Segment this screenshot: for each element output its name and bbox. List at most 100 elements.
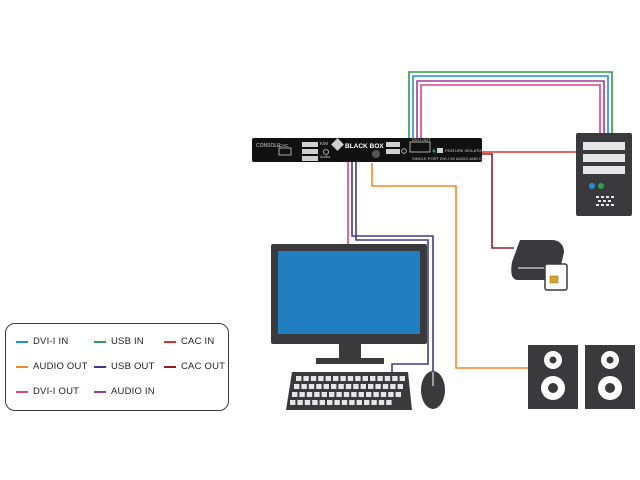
keyboard-key xyxy=(358,392,364,397)
keyboard-key xyxy=(297,400,303,405)
dvi-out-upper-cable xyxy=(420,84,601,138)
keyboard-key xyxy=(390,384,396,389)
keyboard xyxy=(286,372,412,410)
keyboard-key xyxy=(336,392,342,397)
legend-label: DVI-I IN xyxy=(33,336,69,347)
cac-out-cable xyxy=(480,153,514,249)
legend-swatch xyxy=(16,390,28,393)
usb-out-keyboard-cable xyxy=(355,160,429,372)
keyboard-key xyxy=(395,392,401,397)
keyboard-key xyxy=(370,376,376,381)
usb-out-mouse-cable xyxy=(351,160,434,372)
keyboard-key xyxy=(380,392,387,397)
keyboard-key xyxy=(360,384,366,389)
keyboard-key xyxy=(334,400,340,405)
legend-label: USB OUT xyxy=(111,361,155,372)
legend-swatch xyxy=(94,390,106,393)
audio-in-cable xyxy=(416,80,605,138)
legend-swatch xyxy=(16,365,28,368)
keyboard-key xyxy=(308,384,315,389)
keyboard-key xyxy=(301,384,307,389)
speaker-left xyxy=(528,345,578,409)
keyboard-key xyxy=(296,376,302,381)
legend-label: DVI-I OUT xyxy=(33,386,80,397)
keyboard-key xyxy=(384,376,391,381)
keyboard-key xyxy=(341,400,348,405)
legend-label: AUDIO OUT xyxy=(33,361,88,372)
usb-in-cable xyxy=(408,71,613,138)
legend-item: AUDIO OUT xyxy=(16,361,88,372)
keyboard-key xyxy=(378,400,385,405)
keyboard-key xyxy=(355,376,361,381)
audio-port-label: Audio xyxy=(320,154,331,159)
keyboard-key xyxy=(388,392,394,397)
black-box-isolator: CONSOLE CAC K/M Audio BLACK BOX DVI-I OU… xyxy=(252,137,488,162)
km-port-label: K/M xyxy=(320,141,328,146)
legend-swatch xyxy=(94,340,106,343)
keyboard-key xyxy=(304,400,311,405)
keyboard-key xyxy=(318,376,324,381)
keyboard-key xyxy=(299,392,305,397)
keyboard-key xyxy=(333,376,339,381)
legend-swatch xyxy=(94,365,106,368)
keyboard-key xyxy=(294,384,300,389)
legend-label: USB IN xyxy=(111,336,144,347)
monitor xyxy=(271,244,427,364)
keyboard-key xyxy=(331,384,337,389)
legend-item: CAC OUT xyxy=(164,361,225,372)
keyboard-key xyxy=(368,384,374,389)
keyboard-key xyxy=(399,376,405,381)
legend-item: AUDIO IN xyxy=(94,386,155,397)
keyboard-key xyxy=(316,384,322,389)
legend-swatch xyxy=(164,340,176,343)
keyboard-key xyxy=(323,384,329,389)
keyboard-key xyxy=(373,392,379,397)
cac-card-reader xyxy=(511,240,568,291)
keyboard-key xyxy=(382,384,389,389)
legend-swatch xyxy=(16,340,28,343)
mouse xyxy=(421,371,445,409)
dvi-out-port-label: DVI-I OUT xyxy=(412,137,431,142)
keyboard-key xyxy=(325,376,331,381)
isolator-label: FEATURE ISOLATOR xyxy=(445,148,484,153)
keyboard-key xyxy=(377,376,383,381)
console-label: CONSOLE xyxy=(256,143,281,149)
legend-item: DVI-I IN xyxy=(16,336,68,347)
legend-item: CAC IN xyxy=(164,336,214,347)
keyboard-key xyxy=(362,376,368,381)
legend-label: AUDIO IN xyxy=(111,386,155,397)
keyboard-key xyxy=(292,392,298,397)
keyboard-key xyxy=(306,392,313,397)
keyboard-key xyxy=(303,376,309,381)
legend-label: CAC OUT xyxy=(181,361,226,372)
keyboard-key xyxy=(375,384,381,389)
keyboard-key xyxy=(312,400,318,405)
keyboard-key xyxy=(310,376,317,381)
keyboard-key xyxy=(314,392,320,397)
keyboard-key xyxy=(343,392,350,397)
keyboard-key xyxy=(338,384,344,389)
legend-label: CAC IN xyxy=(181,336,215,347)
keyboard-key xyxy=(327,400,333,405)
keyboard-key xyxy=(356,400,362,405)
speaker-right xyxy=(585,345,635,409)
keyboard-key xyxy=(366,392,372,397)
keyboard-key xyxy=(353,384,359,389)
keyboard-key xyxy=(345,384,352,389)
legend-item: DVI-I OUT xyxy=(16,386,79,397)
computer-tower xyxy=(576,133,632,216)
keyboard-key xyxy=(340,376,346,381)
keyboard-key xyxy=(329,392,335,397)
keyboard-key xyxy=(347,376,354,381)
device-subtitle: SINGLE PORT DVI-I W/ AUDIO AND CAC xyxy=(412,156,488,161)
keyboard-key xyxy=(321,392,327,397)
dvi-in-cable xyxy=(412,75,609,138)
keyboard-key xyxy=(371,400,377,405)
keyboard-key xyxy=(397,384,403,389)
legend-item: USB IN xyxy=(94,336,144,347)
audio-out-cable xyxy=(371,163,530,369)
keyboard-key xyxy=(319,400,325,405)
legend: DVI-I IN USB IN CAC IN AUDIO OUT USB OUT… xyxy=(5,323,229,411)
